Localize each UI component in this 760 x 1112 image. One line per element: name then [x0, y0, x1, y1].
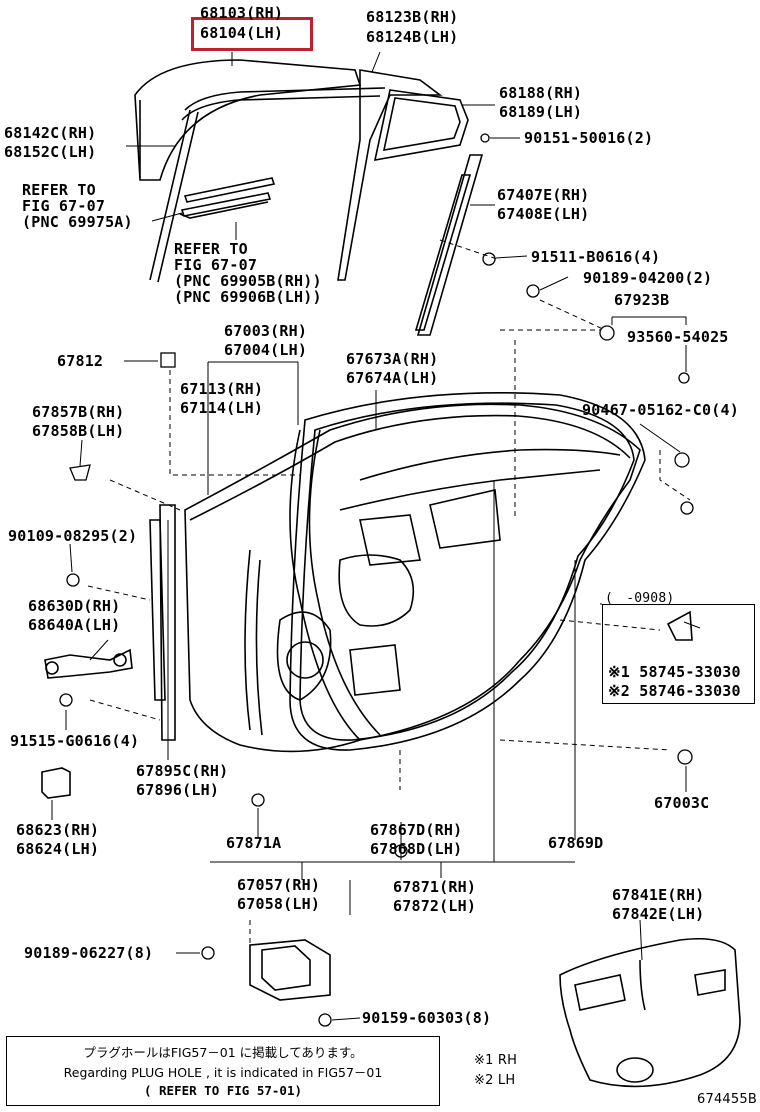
small-fasteners: [59, 133, 694, 1027]
label-68124b[interactable]: 68124B(LH): [366, 28, 459, 46]
note-line-japanese: プラグホールはFIG57－01 に掲載してあります。: [83, 1045, 363, 1060]
label-68624[interactable]: 68624(LH): [16, 840, 100, 858]
label-90159[interactable]: 90159-60303(8): [362, 1009, 492, 1027]
refer-2-line2[interactable]: FIG 67-07: [174, 256, 258, 274]
label-91515[interactable]: 91515-G0616(4): [10, 732, 140, 750]
hinge-assembly: [249, 939, 331, 1001]
plug-hole-note: プラグホールはFIG57－01 に掲載してあります。 Regarding PLU…: [6, 1036, 440, 1106]
leader-lines: [51, 51, 701, 1021]
door-lock-link: [44, 648, 133, 679]
note-line-refer[interactable]: ( REFER TO FIG 57-01): [143, 1083, 303, 1098]
label-93560[interactable]: 93560-54025: [627, 328, 729, 346]
label-67871[interactable]: 67871(RH): [393, 878, 477, 896]
label-67871a[interactable]: 67871A: [226, 834, 282, 852]
label-68123b[interactable]: 68123B(RH): [366, 8, 459, 26]
label-67674a[interactable]: 67674A(LH): [346, 369, 439, 387]
label-68103[interactable]: 68103(RH): [200, 4, 284, 22]
refer-1-line3: (PNC 69975A): [22, 213, 133, 231]
inset-part-shape: [666, 610, 693, 641]
glass-run-channel: [149, 87, 386, 283]
label-67407e[interactable]: 67407E(RH): [497, 186, 590, 204]
refer-2-line3: (PNC 69905B(RH)): [174, 272, 322, 290]
label-67004[interactable]: 67004(LH): [224, 341, 308, 359]
label-67113[interactable]: 67113(RH): [180, 380, 264, 398]
label-67896[interactable]: 67896(LH): [136, 781, 220, 799]
label-90467[interactable]: 90467-05162-C0(4): [582, 401, 739, 419]
label-67842e[interactable]: 67842E(LH): [612, 905, 705, 923]
refer-2-line4: (PNC 69906B(LH)): [174, 288, 322, 306]
door-shell: [184, 403, 641, 753]
label-67857b[interactable]: 67857B(RH): [32, 403, 125, 421]
label-91511[interactable]: 91511-B0616(4): [531, 248, 661, 266]
label-67858b[interactable]: 67858B(LH): [32, 422, 125, 440]
refer-1-line1: REFER TO: [22, 181, 96, 199]
legend-lh: ※2 LH: [474, 1073, 516, 1088]
label-67923b[interactable]: 67923B: [614, 291, 670, 309]
label-67868d[interactable]: 67868D(LH): [370, 840, 463, 858]
label-67003c[interactable]: 67003C: [654, 794, 710, 812]
label-68142c[interactable]: 68142C(RH): [4, 124, 97, 142]
label-68623[interactable]: 68623(RH): [16, 821, 100, 839]
label-68188[interactable]: 68188(RH): [499, 84, 583, 102]
door-trim-board: [559, 937, 741, 1088]
label-58745[interactable]: ※1 58745-33030: [608, 663, 741, 681]
dashed-guide-lines: [87, 239, 691, 945]
quarter-window-frame: [337, 69, 484, 336]
label-67872[interactable]: 67872(LH): [393, 897, 477, 915]
label-67408e[interactable]: 67408E(LH): [497, 205, 590, 223]
inset-date-range: ( -0908): [605, 591, 675, 606]
label-67058[interactable]: 67058(LH): [237, 895, 321, 913]
label-67841e[interactable]: 67841E(RH): [612, 886, 705, 904]
legend-rh: ※1 RH: [474, 1053, 518, 1068]
door-weatherstrip: [289, 391, 646, 751]
label-67057[interactable]: 67057(RH): [237, 876, 321, 894]
label-90109[interactable]: 90109-08295(2): [8, 527, 138, 545]
refer-2-line1: REFER TO: [174, 240, 248, 258]
label-67812[interactable]: 67812: [57, 352, 104, 370]
label-67869d[interactable]: 67869D: [548, 834, 604, 852]
label-58746[interactable]: ※2 58746-33030: [608, 682, 741, 700]
refer-1-line2[interactable]: FIG 67-07: [22, 197, 106, 215]
label-67673a[interactable]: 67673A(RH): [346, 350, 439, 368]
label-67003[interactable]: 67003(RH): [224, 322, 308, 340]
label-68189[interactable]: 68189(LH): [499, 103, 583, 121]
label-67895c[interactable]: 67895C(RH): [136, 762, 229, 780]
note-line-english: Regarding PLUG HOLE , it is indicated in…: [63, 1065, 383, 1080]
door-check-bracket: [41, 767, 71, 799]
label-67114[interactable]: 67114(LH): [180, 399, 264, 417]
label-68152c[interactable]: 68152C(LH): [4, 143, 97, 161]
door-glass: [134, 59, 362, 181]
front-lower-sash: [149, 504, 176, 741]
belt-weatherstrips: [179, 177, 276, 219]
inset-frame: [602, 604, 755, 704]
label-68640a[interactable]: 68640A(LH): [28, 616, 121, 634]
inner-panel-cutouts: [276, 489, 501, 701]
label-67867d[interactable]: 67867D(RH): [370, 821, 463, 839]
highlight-box: [191, 17, 313, 51]
label-68630d[interactable]: 68630D(RH): [28, 597, 121, 615]
label-68104[interactable]: 68104(LH): [200, 24, 284, 42]
label-90189-06227[interactable]: 90189-06227(8): [24, 944, 154, 962]
label-90151[interactable]: 90151-50016(2): [524, 129, 654, 147]
label-90189-04200[interactable]: 90189-04200(2): [583, 269, 713, 287]
diagram-code: 674455B: [697, 1092, 757, 1107]
